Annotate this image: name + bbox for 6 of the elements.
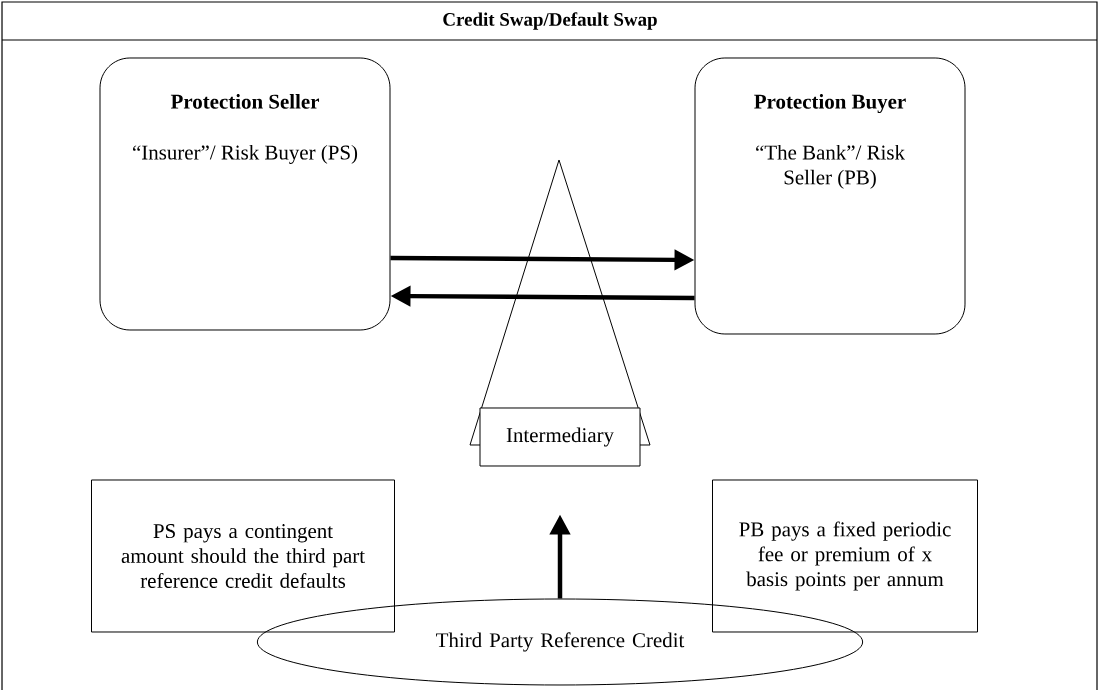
rounded-box: Protection Buyer “The Bank”/ Risk Seller (PB) xyxy=(694,57,966,335)
text-box: Intermediary xyxy=(479,407,641,467)
text-box: PB pays a fixed periodic fee or premium of x basis points per annum xyxy=(712,479,978,633)
rounded-box: Protection Seller “Insurer”/ Risk Buyer (PS) xyxy=(99,57,391,331)
text-box: PS pays a contingent amount should the third part reference credit defaults xyxy=(91,479,395,633)
title: Credit Swap/Default Swap xyxy=(443,12,657,30)
